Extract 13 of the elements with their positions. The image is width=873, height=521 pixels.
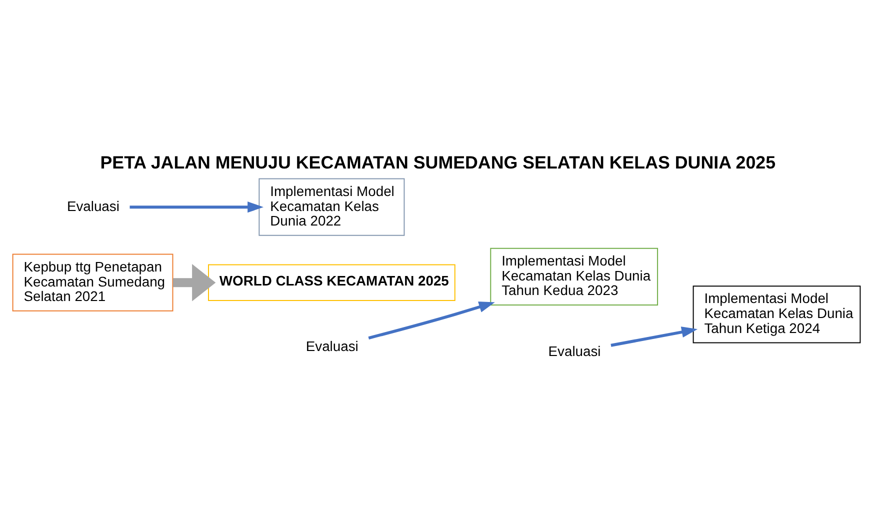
node-box: Implementasi Model Kecamatan Kelas Dunia Tahun Kedua 2023: [490, 248, 658, 306]
arrow: [368, 302, 495, 340]
node-box: Implementasi Model Kecamatan Kelas Dunia Tahun Ketiga 2024: [692, 286, 861, 344]
diagram-title: PETA JALAN MENUJU KECAMATAN SUMEDANG SELATAN KELAS DUNIA 2025: [100, 152, 776, 172]
node-text: Evaluasi: [306, 338, 358, 354]
node-box: Kepbup ttg Penetapan Kecamatan Sumedang Selatan 2021: [12, 254, 174, 312]
arrow: [130, 202, 264, 213]
node-box: WORLD CLASS KECAMATAN 2025: [208, 264, 456, 301]
node-box: Implementasi Model Kecamatan Kelas Dunia 2022: [258, 178, 405, 236]
arrow: [610, 326, 698, 347]
node-text: Evaluasi: [66, 198, 120, 214]
arrow: [173, 264, 216, 302]
node-text: Evaluasi: [548, 342, 601, 359]
